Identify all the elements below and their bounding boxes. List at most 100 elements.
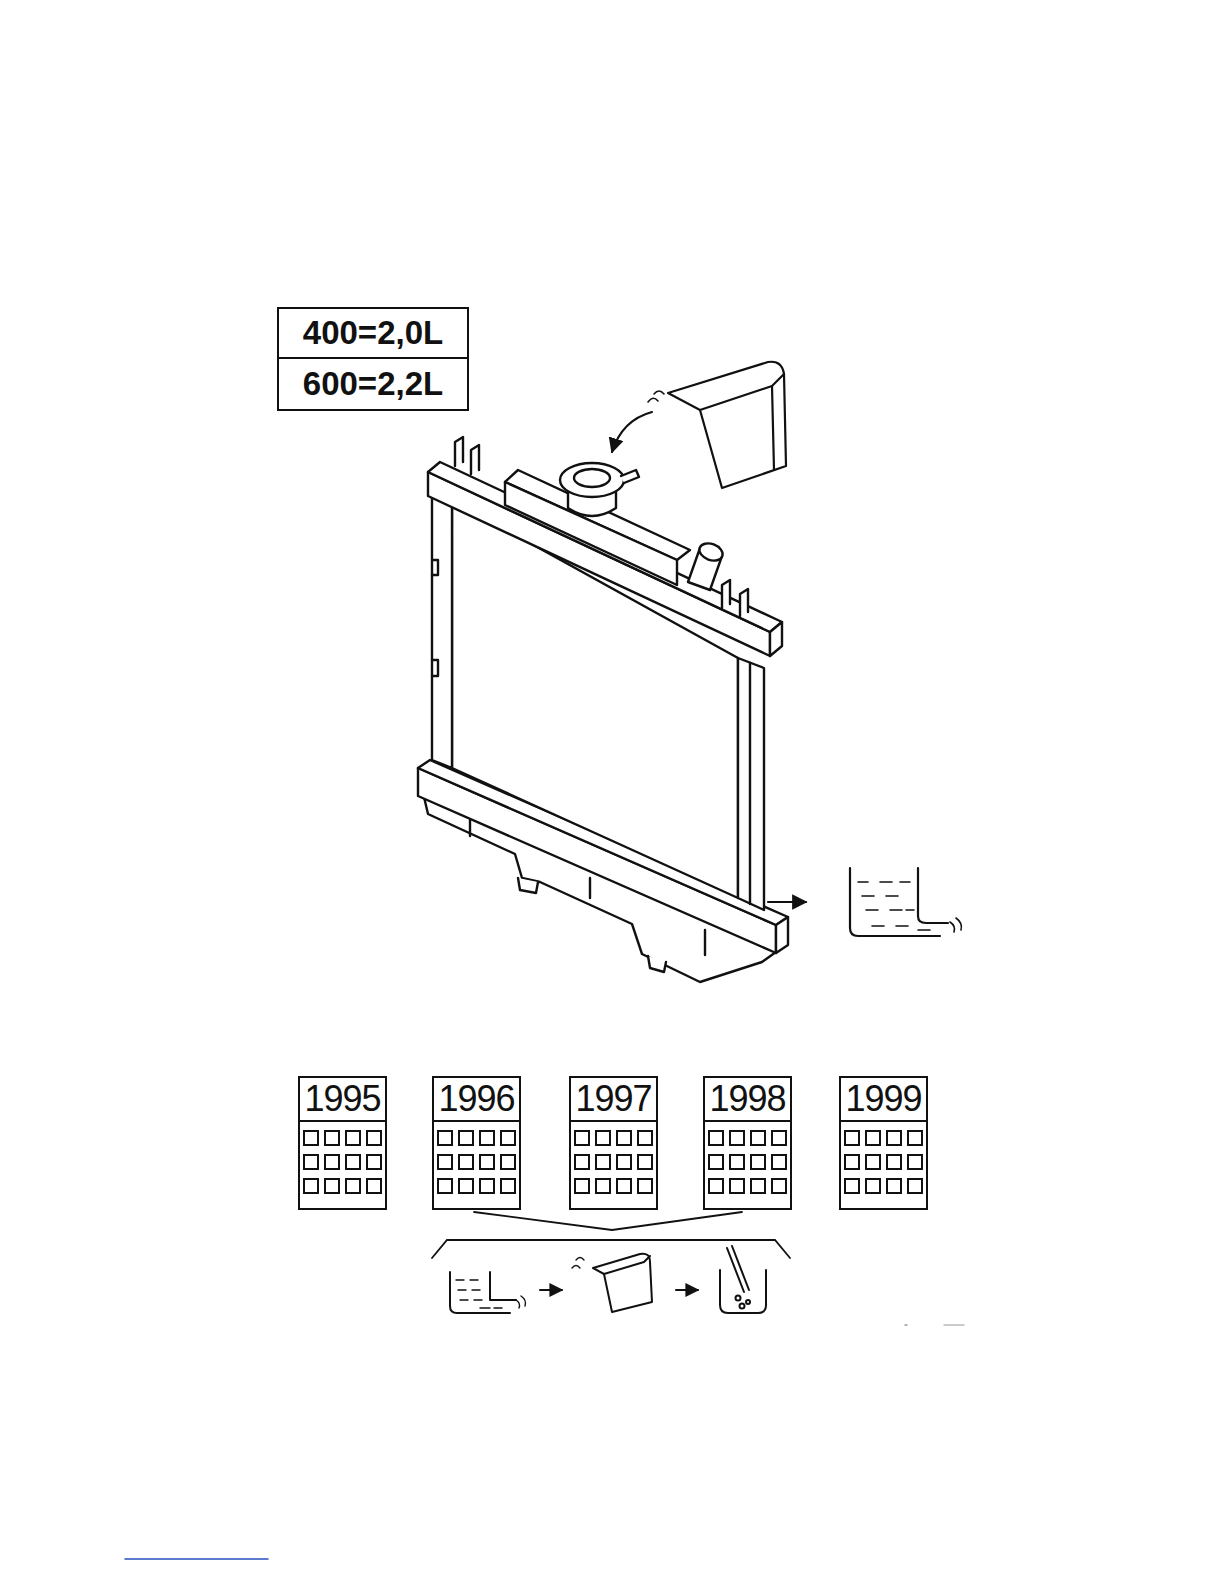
calendar-day [501, 1131, 515, 1145]
calendar-day [325, 1155, 339, 1169]
calendar-day [596, 1179, 610, 1193]
calendar-day [501, 1155, 515, 1169]
calendar-day [346, 1179, 360, 1193]
year-label: 1996 [438, 1079, 514, 1119]
calendar-box: 1998 [703, 1076, 792, 1210]
capacity-text: 600=2,2L [303, 365, 443, 403]
calendar-header: 1998 [705, 1078, 790, 1122]
calendar-day [908, 1179, 922, 1193]
calendar-box: 1995 [298, 1076, 387, 1210]
cell-body: 600=2,2L [279, 359, 467, 409]
bubble [736, 1296, 741, 1301]
mount-lug [722, 580, 748, 616]
bracket [432, 1212, 790, 1258]
year-label: 1999 [845, 1079, 921, 1119]
calendar-day [866, 1155, 880, 1169]
calendar-day [617, 1155, 631, 1169]
calendar-day [866, 1131, 880, 1145]
bottom-band-end [776, 917, 788, 953]
calendar-day [575, 1155, 589, 1169]
link-underline [125, 1558, 268, 1560]
calendar-box: 1997 [569, 1076, 658, 1210]
motion-lines [648, 391, 664, 402]
calendar-day [596, 1131, 610, 1145]
fill-jug [668, 362, 786, 488]
drain-vessel-small [490, 1272, 516, 1300]
calendar-day [772, 1155, 786, 1169]
calendar-day [772, 1131, 786, 1145]
liquid [456, 1280, 502, 1308]
fill-symbol [612, 362, 786, 488]
calendar-day [501, 1179, 515, 1193]
radiator-cap-inner [574, 469, 610, 487]
calendar-day [367, 1131, 381, 1145]
calendar-header: 1995 [300, 1078, 385, 1122]
year-label: 1997 [575, 1079, 651, 1119]
calendar-grid [300, 1122, 385, 1206]
calendar-day [751, 1155, 765, 1169]
calendar-day [887, 1131, 901, 1145]
channel-edge [749, 663, 751, 904]
channel-notch [432, 560, 438, 676]
bubble [740, 1304, 745, 1309]
speck [905, 1324, 907, 1326]
calendar-day [908, 1131, 922, 1145]
calendar-day [751, 1131, 765, 1145]
calendar-box: 1996 [432, 1076, 521, 1210]
drain-nipple [518, 878, 538, 893]
calendar-day [459, 1131, 473, 1145]
calendar-day [845, 1131, 859, 1145]
calendar-box: 1999 [839, 1076, 928, 1210]
calendar-day [638, 1155, 652, 1169]
mount-lug [455, 437, 479, 474]
calendar-day [638, 1179, 652, 1193]
drain-vessel-small [450, 1272, 510, 1313]
calendar-header: 1996 [434, 1078, 519, 1122]
calendar-day [730, 1179, 744, 1193]
liquid [858, 882, 930, 930]
calendar-day [325, 1179, 339, 1193]
calendar-day [845, 1179, 859, 1193]
calendar-day [438, 1155, 452, 1169]
calendar-day [866, 1179, 880, 1193]
year-label: 1995 [304, 1079, 380, 1119]
calendar-day [480, 1155, 494, 1169]
calendar-day [730, 1131, 744, 1145]
calendar-day [575, 1131, 589, 1145]
calendar-day [480, 1179, 494, 1193]
calendar-day [367, 1179, 381, 1193]
calendar-day [845, 1155, 859, 1169]
capacity-text: 400=2,0L [303, 314, 443, 352]
calendar-header: 1999 [841, 1078, 926, 1122]
drain-vessel [850, 868, 940, 936]
capacity-cell: 600=2,2L [277, 359, 469, 411]
calendar-day [709, 1155, 723, 1169]
calendar-day [887, 1179, 901, 1193]
calendar-day [908, 1155, 922, 1169]
calendar-day [346, 1131, 360, 1145]
calendar-day [459, 1155, 473, 1169]
inlet-pipe-end [697, 540, 725, 563]
calendar-day [367, 1155, 381, 1169]
calendar-grid [434, 1122, 519, 1206]
top-tank-end [770, 622, 782, 656]
calendar-grid [705, 1122, 790, 1206]
calendar-day [730, 1155, 744, 1169]
capacity-cell: 400=2,0L [277, 307, 469, 359]
drain-symbol [768, 868, 961, 936]
top-tank-top [428, 462, 782, 632]
calendar-day [438, 1179, 452, 1193]
drain-arrow [768, 901, 806, 903]
calendar-day [346, 1155, 360, 1169]
step-arrow [540, 1289, 562, 1291]
calendar-day [772, 1179, 786, 1193]
drain-vessel [918, 868, 948, 923]
calendar-day [304, 1131, 318, 1145]
overflow-pipe [621, 470, 639, 483]
calendar-day [575, 1179, 589, 1193]
side-channel [432, 492, 452, 768]
radiator-cap [560, 463, 624, 497]
calendar-grid [571, 1122, 656, 1206]
fill-arrow [612, 412, 652, 452]
